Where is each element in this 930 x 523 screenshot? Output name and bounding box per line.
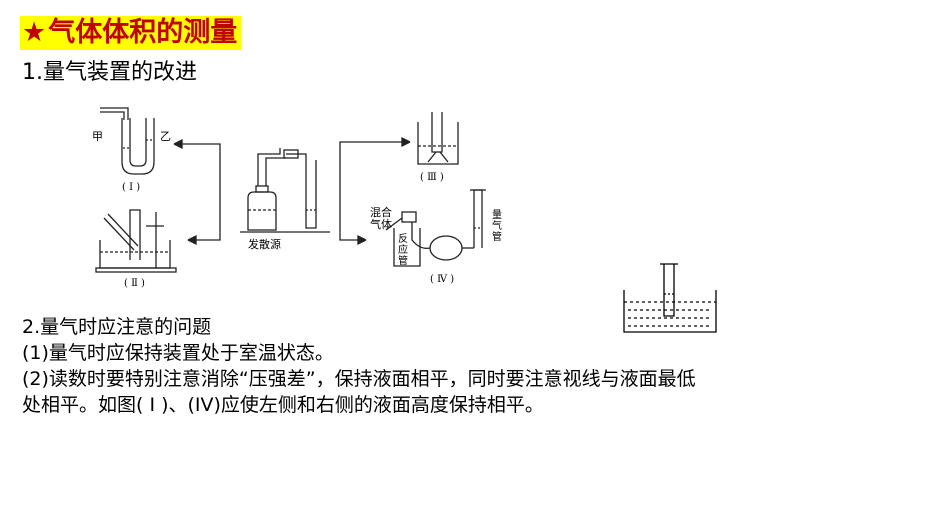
note-point-2-line-2: 处相平。如图( Ⅰ )、(IV)应使左侧和右侧的液面高度保持相平。 [22,394,544,416]
label-yi: 乙 [160,130,171,143]
label-jia: 甲 [92,130,103,143]
apparatus-I-u-tube [100,107,155,175]
title-text: 气体体积的测量 [48,17,238,48]
label-gas-tube-1: 量 [492,209,502,221]
gas-measurement-apparatus-diagram: 甲 乙 ( Ⅰ ) ( Ⅱ ) 发散源 ( Ⅲ ) 混合 气体 反 应 管 量 … [92,107,502,289]
apparatus-III [417,112,459,165]
note-point-1: (1)量气时应保持装置处于室温状态。 [22,342,334,364]
label-gas-tube-3: 管 [492,230,502,243]
label-III: ( Ⅲ ) [420,172,444,183]
label-IV: ( Ⅳ ) [430,274,454,285]
note-point-2-line-1: (2)读数时要特别注意消除“压强差”，保持液面相平，同时要注意视线与液面最低 [22,368,696,390]
slide-title: ★气体体积的测量 [20,16,242,50]
section1-heading: 1.量气装置的改进 [22,60,197,85]
label-gas-tube-2: 气 [492,219,502,232]
label-II: ( Ⅱ ) [124,278,145,289]
label-I: ( Ⅰ ) [122,182,140,193]
label-source: 发散源 [248,237,281,251]
connection-arrows [173,136,411,246]
apparatus-II [95,209,177,273]
label-mixed-2: 气体 [370,217,392,231]
beaker-with-graduated-tube [623,263,717,333]
apparatus-IV [385,189,486,267]
gas-source [240,148,330,233]
label-reaction-2: 应 [398,243,408,256]
star-icon: ★ [22,17,47,48]
label-reaction-1: 反 [398,233,408,245]
label-mixed-1: 混合 [370,205,392,219]
label-reaction-3: 管 [398,254,408,267]
section2-heading: 2.量气时应注意的问题 [22,316,212,338]
section2-notes: 2.量气时应注意的问题 (1)量气时应保持装置处于室温状态。 (2)读数时要特别… [22,314,696,418]
